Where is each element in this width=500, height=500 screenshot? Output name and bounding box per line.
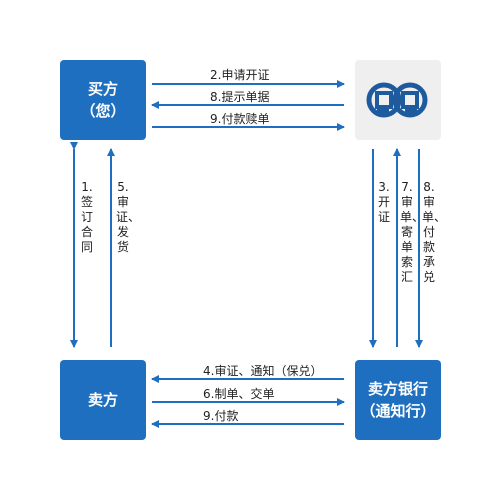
edge-label-right1: 3.开证 <box>377 180 390 224</box>
buyer-node: 买方 （您） <box>60 60 146 140</box>
edge-label-top3: 9.付款赎单 <box>210 112 270 126</box>
edge-label-bottom1: 4.审证、通知（保兑） <box>203 364 323 378</box>
edge-label-left1: 1.签订合同 <box>80 180 93 254</box>
seller-bank-sublabel: （通知行） <box>360 402 436 420</box>
edge-label-top2: 8.提示单据 <box>210 90 270 104</box>
edge-label-right3: 8.审单、付款承兑 <box>422 180 447 284</box>
seller-bank-node: 卖方银行 （通知行） <box>355 360 441 440</box>
edge-label-right2: 7.审单、寄单索汇 <box>400 180 425 284</box>
buyer-sublabel: （您） <box>80 102 126 120</box>
issuing-bank-node <box>355 60 441 140</box>
bank-logo-icon <box>366 82 428 118</box>
seller-node: 卖方 <box>60 360 146 440</box>
edge-label-bottom2: 6.制单、交单 <box>203 387 275 401</box>
edge-label-bottom3: 9.付款 <box>203 409 239 423</box>
buyer-label: 买方 <box>87 80 118 98</box>
seller-label: 卖方 <box>87 391 118 409</box>
edge-label-top1: 2.申请开证 <box>210 68 270 82</box>
edge-label-left2: 5.审证、发货 <box>116 180 141 254</box>
seller-bank-label: 卖方银行 <box>367 380 428 398</box>
